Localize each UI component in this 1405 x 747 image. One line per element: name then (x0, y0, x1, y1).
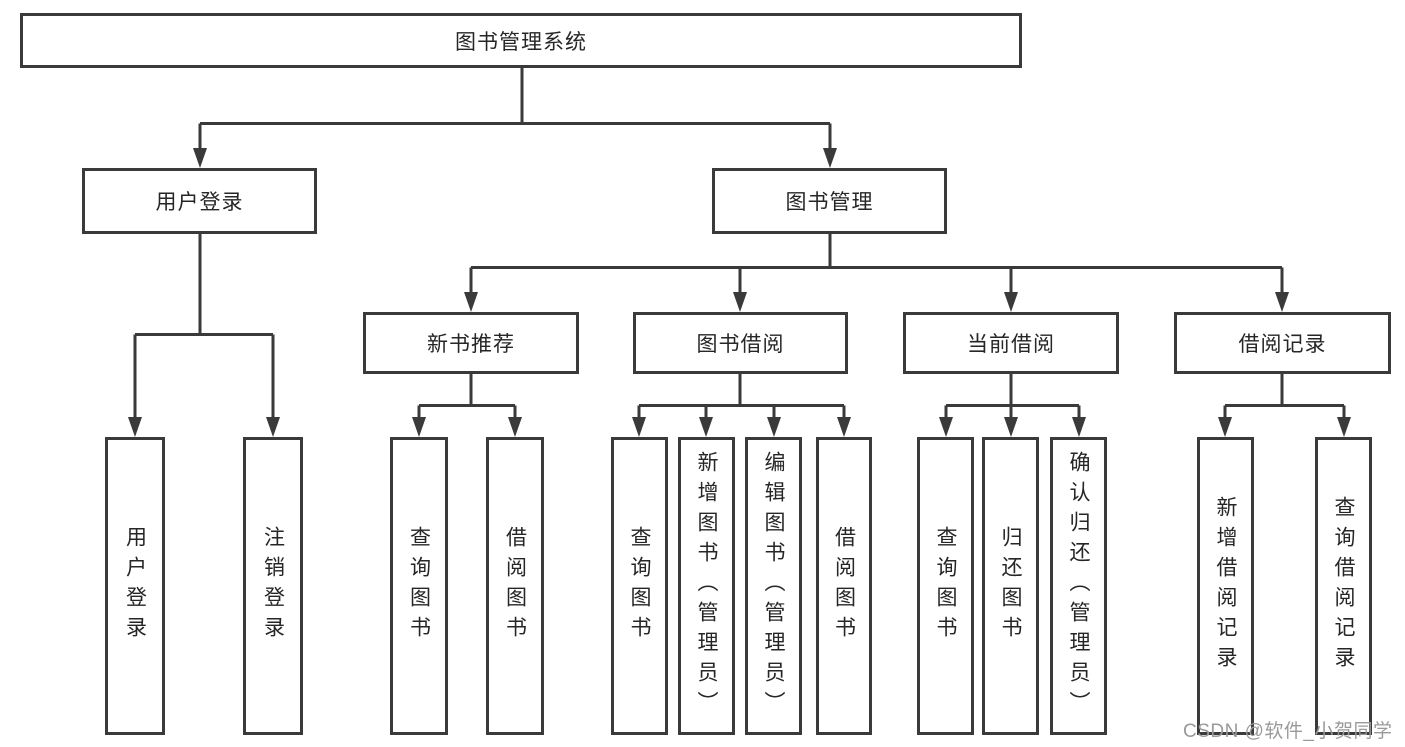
leaf-logout-label: 注销登录 (261, 526, 285, 646)
leaf-add-books-admin: 新增图书（管理员） (678, 437, 735, 735)
connector-borrow-record-to-leaves (1218, 374, 1351, 437)
leaf-borrow-books-newbook-label: 借阅图书 (503, 526, 527, 646)
leaf-query-books-borrow: 查询图书 (611, 437, 668, 735)
node-current-borrowing: 当前借阅 (903, 312, 1119, 374)
leaf-add-books-admin-label: 新增图书（管理员） (695, 451, 718, 721)
node-new-book-recommend: 新书推荐 (363, 312, 579, 374)
node-library-management-system: 图书管理系统 (20, 13, 1022, 68)
leaf-query-books-newbook-label: 查询图书 (407, 526, 431, 646)
connector-book-borrow-to-leaves (632, 374, 851, 437)
leaf-query-books-current: 查询图书 (917, 437, 974, 735)
leaf-confirm-return-admin: 确认归还（管理员） (1050, 437, 1107, 735)
leaf-query-books-newbook: 查询图书 (390, 437, 448, 735)
node-book-borrowing: 图书借阅 (633, 312, 848, 374)
leaf-add-borrow-record: 新增借阅记录 (1197, 437, 1254, 735)
leaf-borrow-books: 借阅图书 (816, 437, 872, 735)
leaf-user-login-label: 用户登录 (123, 526, 147, 646)
connector-user-login-to-leaves (128, 234, 280, 437)
connector-root-to-branches (193, 68, 837, 168)
leaf-query-books-current-label: 查询图书 (934, 526, 957, 646)
node-borrowing-records: 借阅记录 (1174, 312, 1391, 374)
csdn-watermark: CSDN @软件_小贺同学 (1183, 721, 1393, 742)
leaf-return-books: 归还图书 (982, 437, 1039, 735)
connector-book-mgmt-to-sections (464, 234, 1289, 312)
leaf-borrow-books-newbook: 借阅图书 (486, 437, 544, 735)
leaf-query-books-borrow-label: 查询图书 (628, 526, 651, 646)
leaf-logout: 注销登录 (243, 437, 303, 735)
leaf-user-login: 用户登录 (105, 437, 165, 735)
node-book-management: 图书管理 (712, 168, 947, 234)
node-user-login-branch: 用户登录 (82, 168, 317, 234)
leaf-add-borrow-record-label: 新增借阅记录 (1214, 496, 1237, 676)
leaf-edit-books-admin-label: 编辑图书（管理员） (762, 451, 785, 721)
leaf-edit-books-admin: 编辑图书（管理员） (745, 437, 802, 735)
connector-new-book-to-leaves (412, 374, 522, 437)
leaf-query-borrow-record-label: 查询借阅记录 (1332, 496, 1355, 676)
leaf-query-borrow-record: 查询借阅记录 (1315, 437, 1372, 735)
leaf-confirm-return-admin-label: 确认归还（管理员） (1067, 451, 1090, 721)
leaf-return-books-label: 归还图书 (999, 526, 1022, 646)
leaf-borrow-books-label: 借阅图书 (832, 526, 856, 646)
connector-current-borrow-to-leaves (939, 374, 1086, 437)
